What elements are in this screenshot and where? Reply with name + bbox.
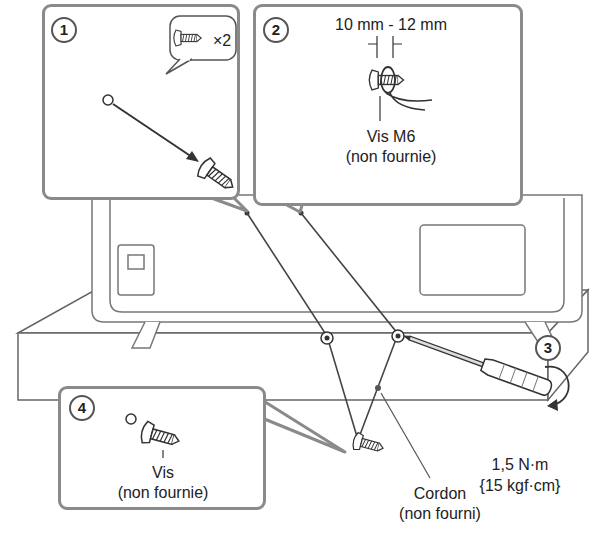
step1-drawing [174,30,201,46]
anchor-screws [325,336,330,341]
step1-drawing [166,59,192,74]
text-line: Vis [118,463,209,483]
step4-drawing [162,450,163,458]
anchor-screws [321,332,333,344]
cord-leader [381,393,430,478]
step1-drawing [186,151,199,162]
text-line: Cordon [399,484,481,504]
step1-drawing [103,95,113,105]
screwdriver [499,364,538,391]
panel-fills [44,6,521,508]
rotation-arrow [547,399,558,411]
step4-drawing [139,421,181,452]
screwdriver [401,328,553,396]
callout-number: 2 [263,17,289,43]
callout-number: 1 [51,17,77,43]
part-label: Vis M6 (non fournie) [346,127,437,167]
tv-back [92,195,582,348]
screwdriver [403,334,410,340]
panel-fills [255,6,521,204]
callout-number: 3 [535,335,561,361]
tv-holes [245,211,304,216]
callout-number: 4 [69,395,95,421]
part-label: Cordon (non fourni) [399,484,481,524]
torque-label: 1,5 N·m [492,455,549,475]
tv-back [132,322,160,348]
panel-fills [44,6,238,198]
quantity-label: ×2 [213,31,231,51]
step2-drawing [379,96,380,121]
step-panel: 1 ×2 [42,4,240,200]
step1-drawing [103,16,239,196]
screwdriver [480,357,553,397]
step2-drawing [386,93,432,110]
step-panel: 2 10 mm - 12 mm Vis M6 (non fournie) [253,4,523,206]
screwdriver [409,336,484,366]
step4-drawing [126,414,182,458]
step-panel: 4Vis (non fournie) [58,386,266,510]
step2-drawing [377,36,393,58]
step1-drawing [170,16,236,60]
panel-fills [60,388,264,508]
callout-tails [262,400,345,452]
cord-leader [375,385,430,478]
text-line: (non fourni) [399,504,481,524]
step4-drawing [126,414,136,424]
step1-drawing [113,104,192,157]
tv-back [118,245,154,295]
tv-back [128,255,144,269]
text-line: Vis M6 [346,127,437,147]
step2-drawing [368,36,432,121]
part-label: Vis (non fournie) [118,463,209,503]
dimension-label: 10 mm - 12 mm [335,15,447,35]
step1-drawing [182,59,190,61]
rotation-arrow [545,367,569,411]
tv-back [110,198,564,312]
tv-back [420,225,525,295]
torque-label: {15 kgf·cm} [480,476,561,496]
anchor-screws [392,330,404,342]
cord-leader [375,385,381,391]
step2-drawing [369,70,403,90]
step2-drawing [381,67,395,93]
wall-screw [351,432,385,457]
anchor-screws [321,330,404,443]
text-line: (non fournie) [118,483,209,503]
anchor-screws [396,334,401,339]
step2-drawing [368,43,402,44]
step1-drawing [195,156,239,196]
text-line: (non fournie) [346,147,437,167]
